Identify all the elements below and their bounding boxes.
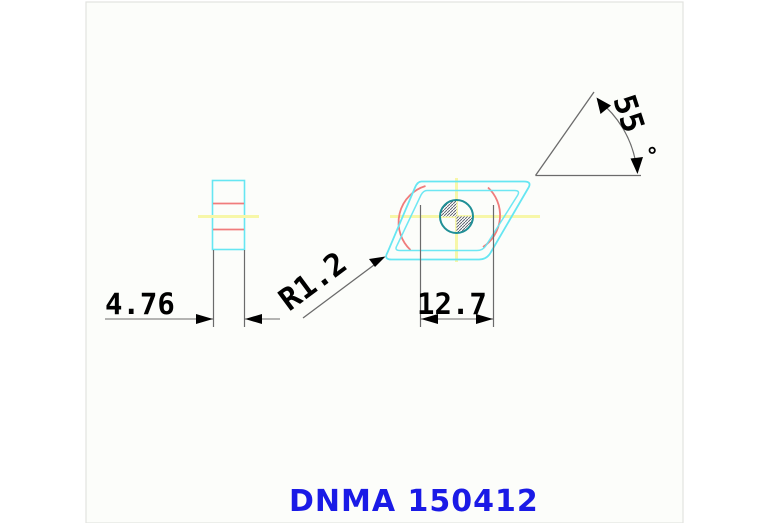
top-view-group: 12.7 R1.2 bbox=[272, 178, 540, 327]
side-view-group: 4.76 bbox=[105, 179, 280, 327]
angle-arrow-bottom bbox=[630, 157, 643, 174]
center-hole-circle bbox=[439, 199, 474, 234]
leader-arrow-r12 bbox=[369, 256, 386, 267]
center-hole-group bbox=[439, 199, 474, 234]
dim-arrow-127-right bbox=[476, 314, 493, 324]
dimension-label-127: 12.7 bbox=[417, 287, 487, 321]
dimension-label-476: 4.76 bbox=[105, 287, 175, 321]
leader-line-r12 bbox=[302, 261, 379, 319]
dim-arrow-127-left bbox=[421, 314, 438, 324]
diamond-insert-inner-edge bbox=[395, 189, 520, 252]
angle-leg-upper bbox=[534, 91, 595, 176]
drawing-sheet bbox=[85, 1, 684, 523]
dim-arrow-476-left bbox=[196, 314, 213, 324]
diamond-insert-outline bbox=[385, 180, 531, 261]
dim-arrow-476-right bbox=[245, 314, 262, 324]
angle-arrow-top bbox=[596, 97, 611, 114]
drawing-title: DNMA 150412 bbox=[289, 484, 539, 519]
